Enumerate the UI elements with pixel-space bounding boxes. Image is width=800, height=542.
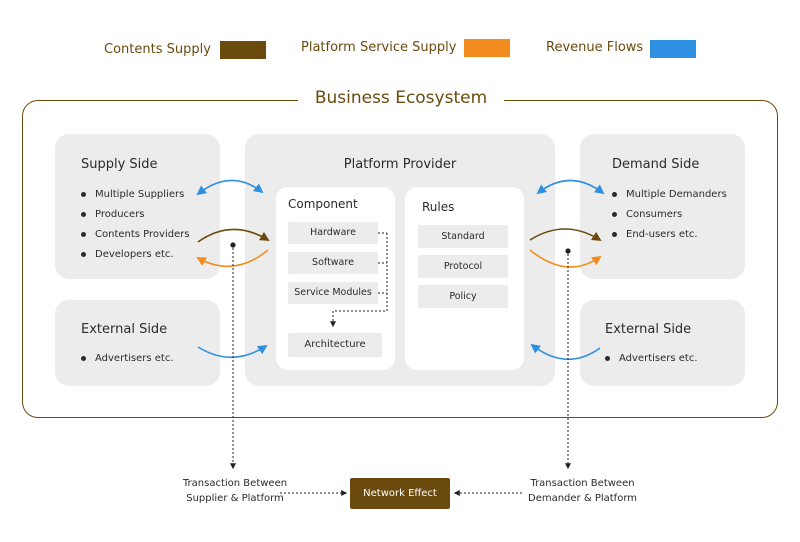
list-item: Advertisers etc.	[605, 352, 698, 372]
demander-transaction-line-2: Demander & Platform	[528, 493, 637, 504]
demand-external-panel	[580, 300, 745, 386]
supply-external-title: External Side	[81, 322, 168, 337]
component-title: Component	[288, 197, 358, 211]
component-software: Software	[288, 252, 378, 274]
list-item: Multiple Suppliers	[81, 188, 190, 208]
demand-external-title: External Side	[605, 322, 692, 337]
platform-provider-title: Platform Provider	[343, 157, 457, 172]
list-item: Multiple Demanders	[612, 188, 727, 208]
supplier-transaction-caption: Transaction Between Supplier & Platform	[160, 476, 310, 506]
legend-label-revenue-flows: Revenue Flows	[546, 40, 644, 55]
legend-swatch-revenue-flows	[650, 40, 696, 58]
legend-swatch-contents-supply	[220, 41, 266, 59]
rules-title: Rules	[422, 200, 455, 214]
demand-side-panel	[580, 134, 745, 279]
component-architecture: Architecture	[288, 333, 382, 357]
demander-transaction-caption: Transaction Between Demander & Platform	[505, 476, 660, 506]
list-item: Producers	[81, 208, 190, 228]
rules-standard: Standard	[418, 225, 508, 248]
list-item: Developers etc.	[81, 248, 190, 268]
legend-label-platform-service-supply: Platform Service Supply	[301, 40, 457, 55]
demand-external-list: Advertisers etc.	[605, 352, 698, 372]
supplier-transaction-line-1: Transaction Between	[182, 478, 288, 489]
component-service-modules: Service Modules	[288, 282, 378, 304]
rules-protocol: Protocol	[418, 255, 508, 278]
network-effect-box: Network Effect	[350, 478, 450, 509]
rules-box	[405, 187, 524, 370]
legend-swatch-platform-service-supply	[464, 39, 510, 57]
supply-side-title: Supply Side	[81, 157, 158, 172]
demand-side-list: Multiple Demanders Consumers End-users e…	[612, 188, 727, 248]
rules-policy: Policy	[418, 285, 508, 308]
demander-transaction-line-1: Transaction Between	[530, 478, 635, 489]
list-item: End-users etc.	[612, 228, 727, 248]
legend-label-contents-supply: Contents Supply	[104, 42, 211, 57]
component-hardware: Hardware	[288, 222, 378, 244]
list-item: Consumers	[612, 208, 727, 228]
demand-side-title: Demand Side	[612, 157, 700, 172]
supply-external-panel	[55, 300, 220, 386]
business-ecosystem-title: Business Ecosystem	[298, 88, 504, 108]
supply-external-list: Advertisers etc.	[81, 352, 174, 372]
supplier-transaction-line-2: Supplier & Platform	[186, 493, 284, 504]
list-item: Advertisers etc.	[81, 352, 174, 372]
supply-side-list: Multiple Suppliers Producers Contents Pr…	[81, 188, 190, 268]
list-item: Contents Providers	[81, 228, 190, 248]
